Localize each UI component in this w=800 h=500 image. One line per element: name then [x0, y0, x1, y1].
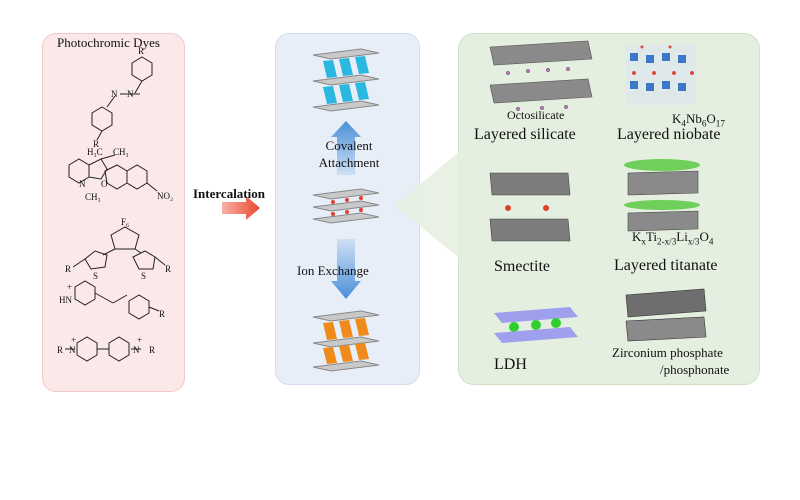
octosilicate-label: Octosilicate	[507, 108, 565, 122]
host-structures	[489, 40, 707, 343]
up-arrow	[331, 121, 361, 175]
dye-label: R	[57, 345, 63, 355]
covalent-label: Covalent Attachment	[318, 138, 380, 170]
dye-label: CH₃	[85, 192, 101, 202]
dye-label: N	[127, 89, 134, 99]
niobate-illustration	[626, 45, 696, 105]
process-diagram	[312, 48, 380, 372]
intercalation-arrow	[222, 196, 260, 220]
titanate-illustration	[624, 159, 700, 232]
ldh-illustration	[494, 307, 578, 343]
dye-label: N	[111, 89, 118, 99]
dye-label: N	[79, 179, 86, 189]
layered-silicate-label: Layered silicate	[474, 126, 576, 143]
ldh-label: LDH	[494, 356, 527, 373]
dye-label: +	[137, 335, 142, 345]
dye-label: +	[67, 282, 72, 292]
dye-label: N	[133, 345, 140, 355]
intercalation-label: Intercalation	[193, 186, 265, 201]
niobate-formula: K4Nb6O17	[672, 111, 725, 129]
smectite-illustration	[489, 172, 571, 242]
dye-label: H₃C	[87, 147, 103, 157]
titanate-formula: KxTi2-x/3Lix/3O4	[632, 229, 714, 247]
dye-label: +	[71, 335, 76, 345]
dye-label: R	[138, 46, 144, 56]
zirconium-label-1: Zirconium phosphate	[612, 345, 723, 360]
dye-label: R	[93, 139, 99, 149]
layered-niobate-label: Layered niobate	[617, 126, 721, 143]
dye-panel	[42, 33, 185, 392]
dyes-title: Photochromic Dyes	[57, 35, 160, 50]
zirconium-label-2: /phosphonate	[660, 362, 730, 377]
covalent-stack	[312, 48, 380, 112]
dye-label: O	[101, 179, 108, 189]
dye-label: N	[69, 345, 76, 355]
dye-label: R	[65, 264, 71, 274]
dye-label: S	[141, 271, 146, 281]
dye-label: R	[159, 309, 165, 319]
dye-label: CH₃	[113, 147, 129, 157]
ion-exchange-stack	[312, 310, 380, 372]
down-arrow	[331, 239, 361, 299]
silicate-illustration	[489, 40, 593, 111]
zirconium-illustration	[625, 288, 707, 342]
dye-label: R	[149, 345, 155, 355]
dye-label: S	[93, 271, 98, 281]
dye-label: NO₂	[157, 191, 173, 201]
dye-structures: R N N R H₃C CH₃ N CH₃ O NO₂ F₆ R S S R H…	[57, 46, 173, 362]
dye-label: HN	[59, 295, 72, 305]
host-stack	[312, 188, 380, 224]
ion-exchange-label: Ion Exchange	[297, 263, 369, 278]
dye-label: F₆	[121, 217, 129, 227]
smectite-label: Smectite	[494, 258, 550, 275]
dye-label: R	[165, 264, 171, 274]
layered-titanate-label: Layered titanate	[614, 257, 718, 274]
